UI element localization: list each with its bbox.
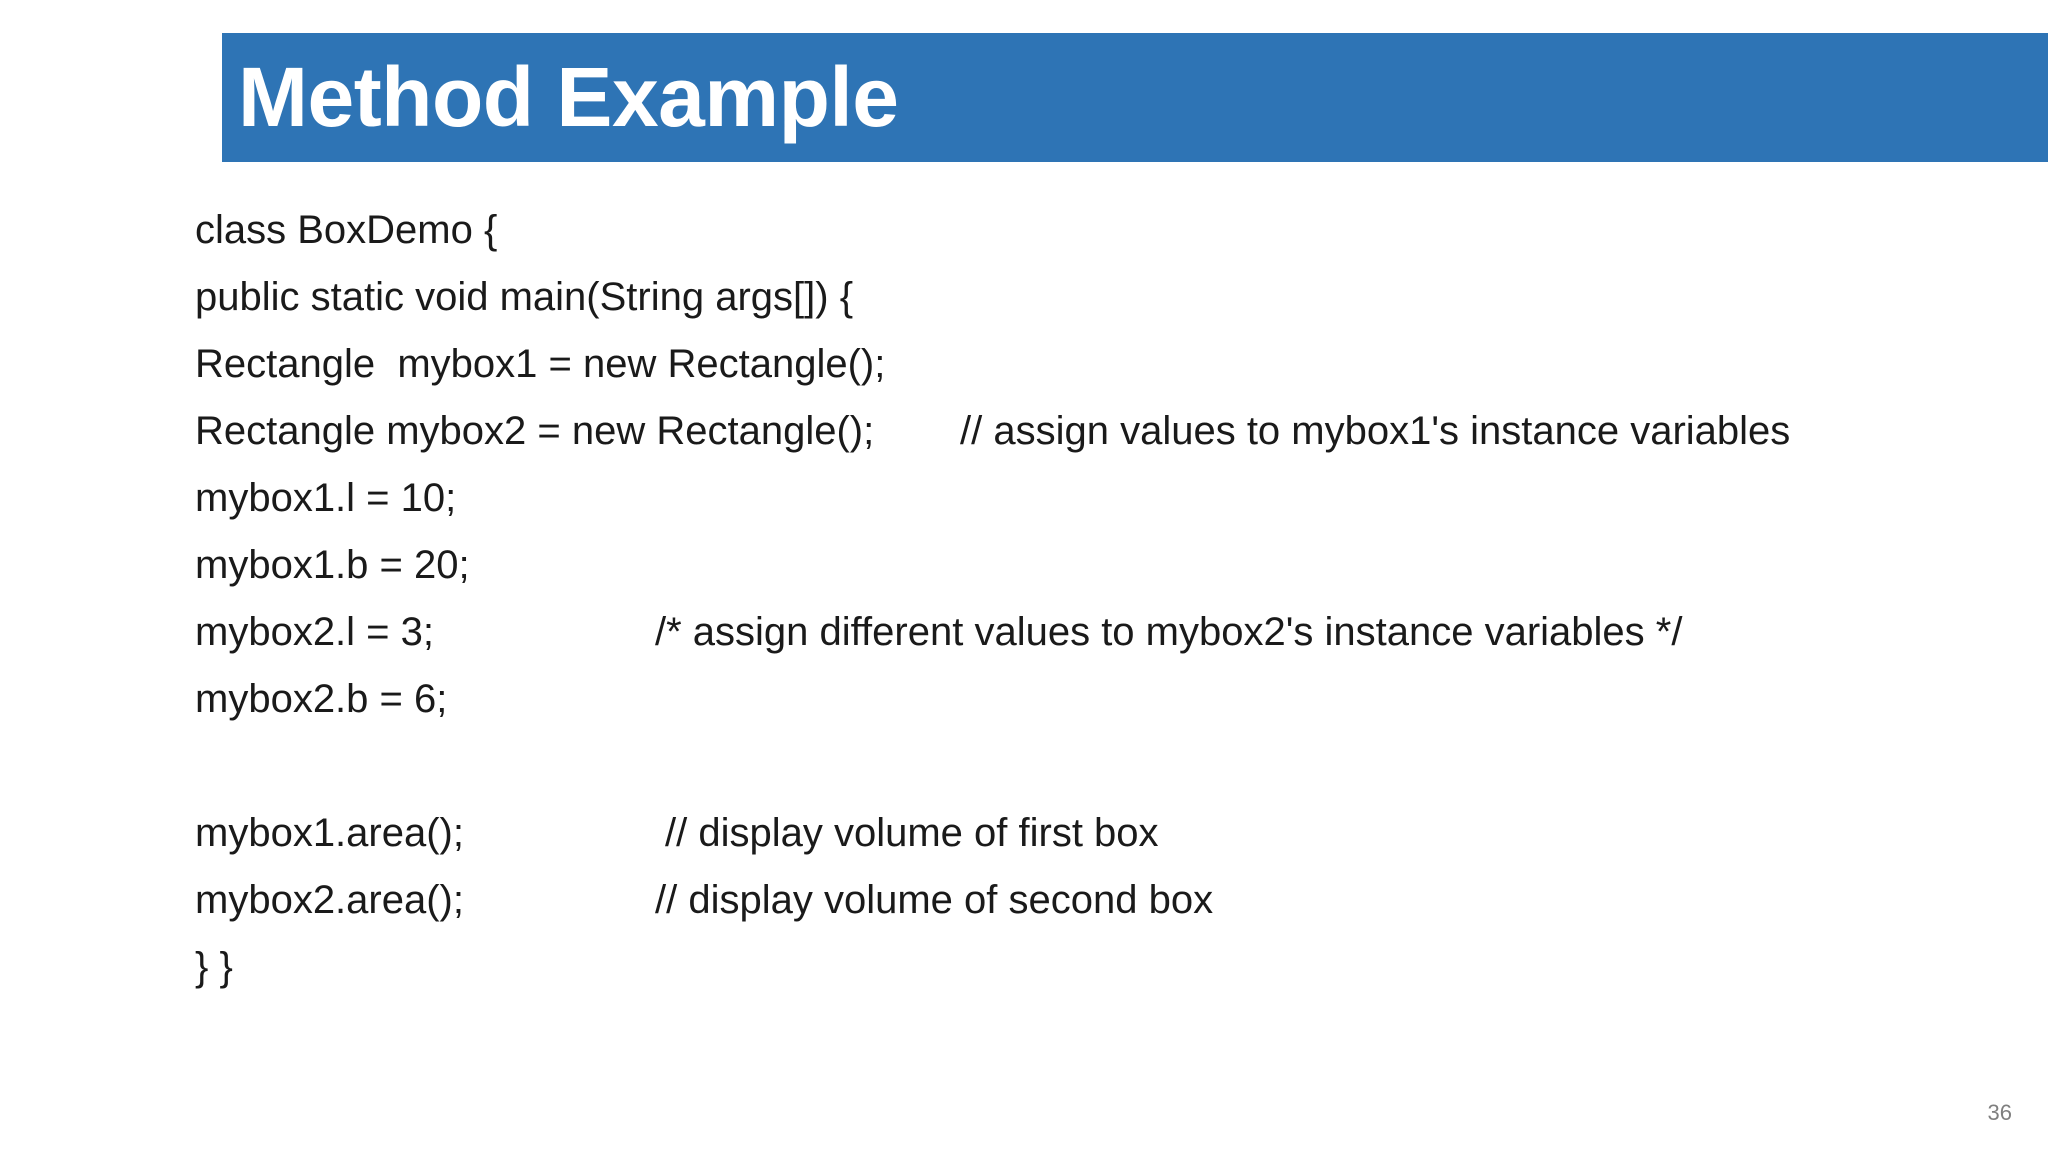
code-text: mybox1.b = 20; xyxy=(195,543,470,587)
code-text: mybox2.area(); xyxy=(195,878,464,922)
code-line xyxy=(195,733,1988,800)
page-title: Method Example xyxy=(238,50,899,144)
code-comment: // display volume of first box xyxy=(665,811,1159,855)
code-text: mybox1.l = 10; xyxy=(195,476,457,520)
code-text: mybox2.b = 6; xyxy=(195,677,448,721)
code-comment: // assign values to mybox1's instance va… xyxy=(960,409,1791,453)
code-text: mybox1.area(); xyxy=(195,811,464,855)
code-line: mybox2.area(); // display volume of secon… xyxy=(195,867,1988,934)
code-line: class BoxDemo { xyxy=(195,197,1988,264)
code-text: class BoxDemo { xyxy=(195,208,498,252)
code-line: mybox2.l = 3; /* assign different values … xyxy=(195,599,1988,666)
code-line: mybox1.b = 20; xyxy=(195,532,1988,599)
code-text: Rectangle mybox2 = new Rectangle(); xyxy=(195,409,875,453)
code-line: public static void main(String args[]) { xyxy=(195,264,1988,331)
code-line: Rectangle mybox2 = new Rectangle(); // as… xyxy=(195,398,1988,465)
code-line: Rectangle mybox1 = new Rectangle(); xyxy=(195,331,1988,398)
code-text: mybox2.l = 3; xyxy=(195,610,435,654)
code-block: class BoxDemo { public static void main(S… xyxy=(195,197,1988,1001)
code-comment: // display volume of second box xyxy=(655,878,1214,922)
code-text: Rectangle mybox1 = new Rectangle(); xyxy=(195,342,886,386)
code-line: mybox1.l = 10; xyxy=(195,465,1988,532)
code-line: mybox1.area(); // display volume of first… xyxy=(195,800,1988,867)
code-text: public static void main(String args[]) { xyxy=(195,275,854,319)
title-banner xyxy=(222,33,2048,162)
code-line: mybox2.b = 6; xyxy=(195,666,1988,733)
code-line: } } xyxy=(195,934,1988,1001)
page-number: 36 xyxy=(1987,1100,2012,1125)
code-comment: /* assign different values to mybox2's i… xyxy=(655,610,1683,654)
code-text: } } xyxy=(195,945,233,989)
